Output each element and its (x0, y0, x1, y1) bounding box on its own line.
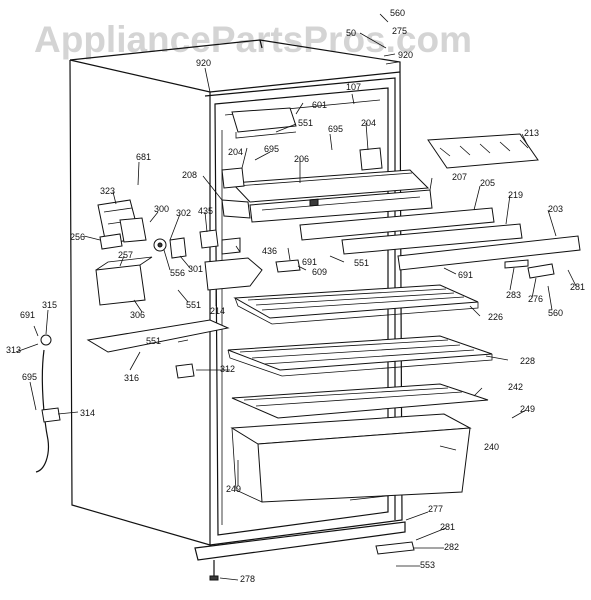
callout-107: 107 (346, 82, 361, 92)
callout-560-top: 560 (390, 8, 405, 18)
callout-249-right: 249 (520, 404, 535, 414)
callout-556: 556 (170, 268, 185, 278)
callout-257: 257 (118, 250, 133, 260)
leveler-282 (375, 541, 415, 555)
callout-560-right: 560 (548, 308, 563, 318)
callout-314: 314 (80, 408, 95, 418)
callout-691-left: 691 (20, 310, 35, 320)
drain-tube-313 (35, 334, 52, 473)
callout-labels: 560 50 275 920 920 601 107 551 695 204 6… (6, 8, 585, 584)
callout-249-left: 249 (226, 484, 241, 494)
cabinet-shell (69, 39, 406, 561)
upper-bracket-601 (231, 107, 297, 139)
crisper-drawer-240 (230, 413, 472, 503)
callout-282: 282 (444, 542, 459, 552)
callout-695-left: 695 (22, 372, 37, 382)
thermostat-300 (119, 217, 147, 243)
bulb-436 (221, 237, 241, 255)
callout-256: 256 (70, 232, 85, 242)
callout-551-mid: 551 (354, 258, 369, 268)
callout-302: 302 (176, 208, 191, 218)
crisper-cover-242 (231, 383, 489, 419)
drain-trough-314 (41, 407, 61, 423)
freezer-shelf-206 (221, 169, 433, 223)
bracket-435 (199, 229, 219, 249)
callout-219: 219 (508, 190, 523, 200)
shelf-226 (233, 284, 479, 325)
callout-207: 207 (452, 172, 467, 182)
rail-205 (299, 198, 495, 241)
bracket-283 (504, 259, 529, 269)
callout-551-shelf: 551 (146, 336, 161, 346)
switch-301 (169, 237, 187, 259)
callout-920-right: 920 (398, 50, 413, 60)
callout-691-right: 691 (458, 270, 473, 280)
callout-276: 276 (528, 294, 543, 304)
callout-601: 601 (312, 100, 327, 110)
callout-277: 277 (428, 504, 443, 514)
callout-208: 208 (182, 170, 197, 180)
shelf-support-316 (86, 319, 230, 353)
callout-242: 242 (508, 382, 523, 392)
rail-203 (397, 235, 581, 271)
callout-609: 609 (312, 267, 327, 277)
callout-283: 283 (506, 290, 521, 300)
callout-920-left: 920 (196, 58, 211, 68)
callout-281-right: 281 (570, 282, 585, 292)
callout-306: 306 (130, 310, 145, 320)
callout-204-upper: 204 (361, 118, 376, 128)
callout-214: 214 (210, 306, 225, 316)
screw-278 (209, 560, 219, 581)
hinge-204-left (221, 167, 245, 189)
callout-204-left: 204 (228, 147, 243, 157)
callout-275: 275 (392, 26, 407, 36)
callout-316: 316 (124, 373, 139, 383)
callout-205: 205 (480, 178, 495, 188)
callout-435: 435 (198, 206, 213, 216)
callout-313: 313 (6, 345, 21, 355)
callout-278: 278 (240, 574, 255, 584)
callout-312: 312 (220, 364, 235, 374)
callout-203: 203 (548, 204, 563, 214)
callout-551-upper: 551 (298, 118, 313, 128)
callout-240: 240 (484, 442, 499, 452)
callout-436: 436 (262, 246, 277, 256)
callout-50: 50 (346, 28, 356, 38)
callout-301: 301 (188, 264, 203, 274)
shelf-228 (227, 335, 493, 377)
callout-213: 213 (524, 128, 539, 138)
ice-tray-213 (427, 133, 539, 169)
hinge-276 (527, 263, 555, 279)
callout-226: 226 (488, 312, 503, 322)
rail-219 (341, 223, 523, 255)
callout-681: 681 (136, 152, 151, 162)
callout-315: 315 (42, 300, 57, 310)
callout-228: 228 (520, 356, 535, 366)
leader-lines (15, 13, 577, 581)
callout-206: 206 (294, 154, 309, 164)
callout-695-left: 695 (264, 144, 279, 154)
clip-312 (175, 363, 195, 379)
callout-323: 323 (100, 186, 115, 196)
light-socket-256 (99, 233, 123, 250)
hinge-204-upper (359, 147, 383, 171)
watermark: AppliancePartsPros.com (34, 19, 472, 60)
callout-300: 300 (154, 204, 169, 214)
light-shield-609 (275, 259, 301, 273)
knob-302 (153, 238, 167, 252)
callout-281-bottom: 281 (440, 522, 455, 532)
callout-553: 553 (420, 560, 435, 570)
callout-691-mid: 691 (302, 257, 317, 267)
callout-551-lower: 551 (186, 300, 201, 310)
duct-214 (204, 257, 263, 291)
callout-695-upper: 695 (328, 124, 343, 134)
relay-box-306 (95, 256, 153, 306)
